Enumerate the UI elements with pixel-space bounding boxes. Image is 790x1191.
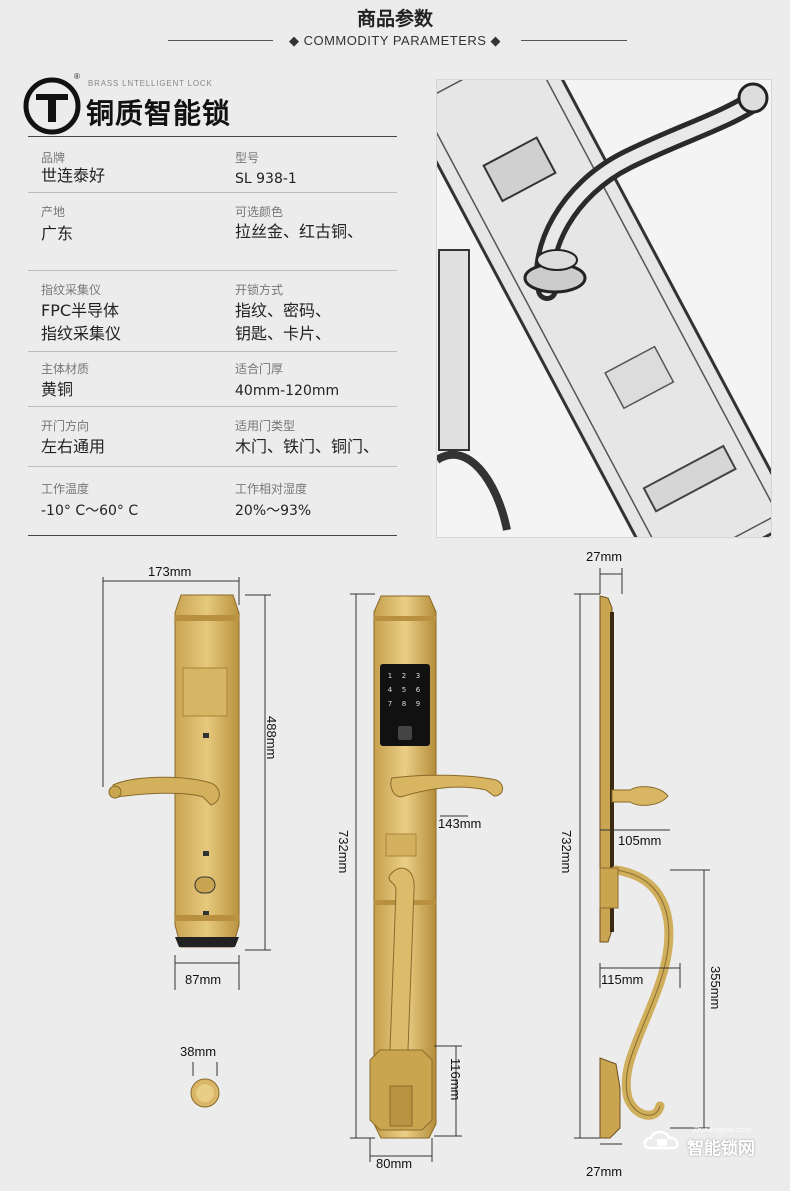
spec-label-direction: 开门方向 [41, 419, 90, 433]
header-divider-right [521, 40, 627, 41]
keypad: 1 2 3 4 5 6 7 8 9 [388, 672, 421, 708]
keypad-key: 7 [388, 700, 392, 708]
keypad-key: 8 [402, 700, 406, 708]
spec-label-thickness: 适合门厚 [235, 362, 284, 376]
page-title: 商品参数 [356, 9, 433, 30]
spec-value-fingerprint-2: 指纹采集仪 [41, 324, 122, 343]
table-row-line [28, 406, 397, 407]
keypad-key: 6 [416, 686, 421, 694]
spec-label-doortype: 适用门类型 [235, 419, 296, 433]
dim-handle-base-height: 116mm [448, 1058, 463, 1101]
dim-knob-diameter: 38mm [180, 1044, 217, 1059]
dim-back-bottom-width: 87mm [185, 972, 222, 987]
dim-lever-length: 143mm [438, 816, 482, 831]
dim-side-pull-depth: 115mm [601, 972, 644, 987]
spec-label-humidity: 工作相对湿度 [235, 482, 308, 496]
spec-value-fingerprint-1: FPC半导体 [41, 301, 120, 320]
knob-drawing [190, 1062, 220, 1108]
dim-back-width: 173mm [148, 564, 192, 579]
table-row-line [28, 466, 397, 467]
dim-side-pull-height: 355mm [708, 966, 723, 1010]
brand-name: 铜质智能锁 [86, 97, 232, 130]
lock-sketch-image [436, 79, 772, 538]
spec-value-brand: 世连泰好 [41, 166, 106, 185]
table-row-line [28, 351, 397, 352]
page-subtitle: ◆ COMMODITY PARAMETERS ◆ [288, 33, 502, 48]
brand-subtitle: BRASS LNTELLIGENT LOCK [88, 79, 213, 88]
spec-value-doortype: 木门、铁门、铜门、 [235, 437, 380, 456]
spec-value-material: 黄铜 [41, 380, 74, 399]
spec-label-fingerprint: 指纹采集仪 [41, 283, 102, 297]
watermark-text: 智能锁网 [687, 1139, 755, 1159]
keypad-key: 3 [416, 672, 420, 680]
table-bottom-line [28, 535, 397, 536]
keypad-key: 2 [402, 672, 406, 680]
dim-side-top-depth: 27mm [586, 549, 623, 564]
keypad-key: 1 [388, 672, 392, 680]
spec-value-unlock-1: 指纹、密码、 [235, 301, 332, 320]
spec-label-temperature: 工作温度 [41, 482, 90, 496]
keypad-key: 9 [416, 700, 420, 708]
spec-value-thickness: 40mm-120mm [235, 383, 340, 399]
spec-value-model: SL 938-1 [235, 171, 297, 187]
spec-label-unlock: 开锁方式 [235, 283, 284, 297]
front-panel-drawing: 1 2 3 4 5 6 7 8 9 [350, 593, 503, 1162]
back-panel-drawing [102, 577, 271, 990]
table-row-line [28, 270, 397, 271]
watermark-url: Zhinengsuo.com [693, 1127, 752, 1134]
watermark-cloud-icon [643, 1130, 679, 1150]
keypad-key: 5 [402, 686, 406, 694]
table-row-line [28, 192, 397, 193]
spec-value-temperature: -10° C～60° C [41, 503, 139, 519]
spec-value-humidity: 20%～93% [235, 503, 312, 519]
spec-label-material: 主体材质 [41, 362, 90, 376]
dim-side-bottom-depth: 27mm [586, 1164, 623, 1179]
dim-back-height: 488mm [264, 716, 279, 760]
spec-value-unlock-2: 钥匙、卡片、 [235, 324, 332, 343]
spec-label-brand: 品牌 [41, 151, 66, 165]
table-top-line [28, 136, 397, 137]
spec-label-model: 型号 [235, 151, 260, 165]
registered-mark: ® [74, 72, 80, 81]
side-view-drawing [574, 568, 710, 1145]
keypad-key: 4 [388, 686, 393, 694]
dim-side-lever-depth: 105mm [618, 833, 662, 848]
dim-front-height: 732mm [336, 830, 351, 874]
dim-side-height: 732mm [559, 830, 574, 874]
spec-label-origin: 产地 [41, 205, 66, 219]
spec-value-origin: 广东 [41, 224, 74, 243]
spec-value-colors: 拉丝金、红古铜、 [235, 222, 364, 241]
brand-logo-icon [23, 77, 81, 135]
dim-handle-base-width: 80mm [376, 1156, 413, 1171]
spec-label-colors: 可选颜色 [235, 205, 284, 219]
spec-value-direction: 左右通用 [41, 437, 106, 456]
header-divider-left [168, 40, 273, 41]
